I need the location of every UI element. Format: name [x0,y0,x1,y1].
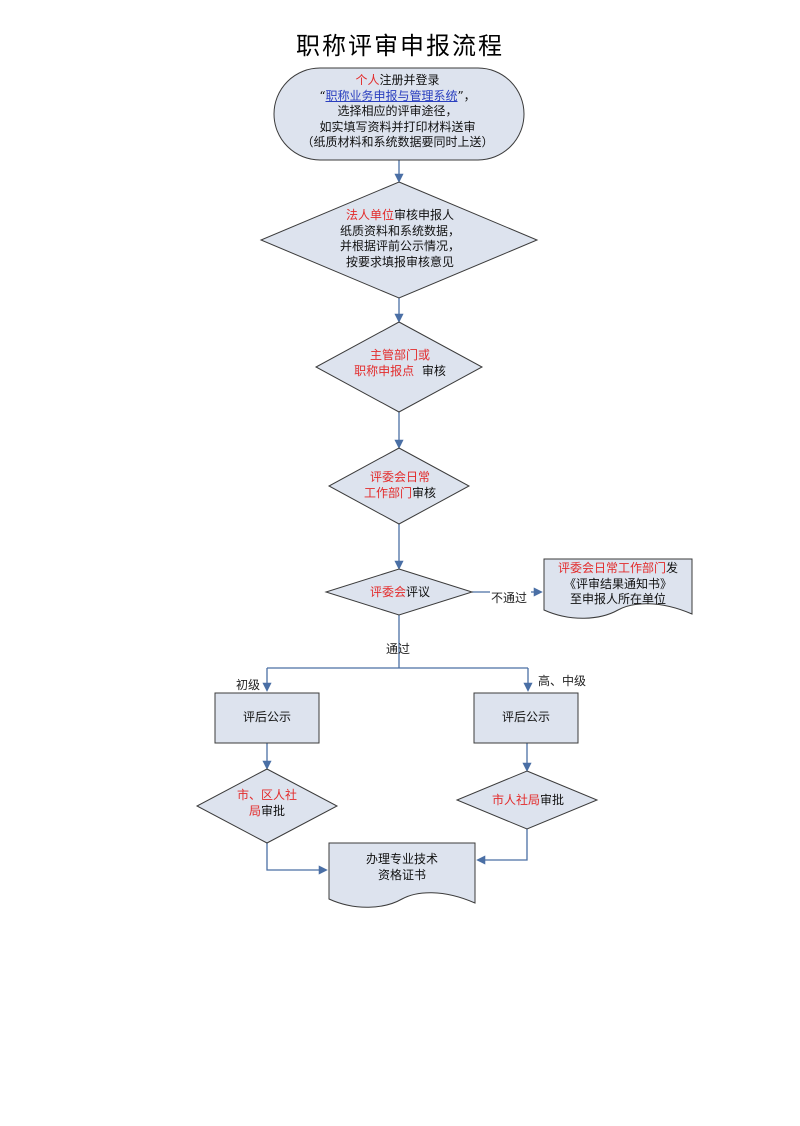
unit-line2: 纸质资料和系统数据， [339,223,460,238]
publicity-right-text: 评后公示 [501,710,550,724]
notice-actor: 评委会日常工作部门 [557,561,666,575]
unit-line4: 按要求填报审核意见 [345,254,454,269]
start-node [273,67,525,161]
connectors [262,160,543,875]
shapes [195,67,693,908]
start-line4: 如实填写资料并打印材料送审 [319,119,476,134]
approve-left-actor: 局 [248,803,261,818]
unit-line3: 并根据评前公示情况， [339,239,460,253]
certificate-text: 办理专业技术 资格证书 [330,852,474,883]
label-junior: 初级 [236,678,261,692]
start-actor: 个人 [355,73,380,87]
unit-review-text: 法人单位审核申报人 纸质资料和系统数据， 并根据评前公示情况， 按要求填报审核意… [300,208,500,270]
office-line2: 审核 [412,485,437,500]
committee-actor: 评委会 [369,585,406,599]
certificate-document [328,842,476,908]
notice-line2: 《评审结果通知书》 [563,576,672,591]
notice-line3: 至申报人所在单位 [569,592,666,606]
arrow-approve-right-to-certificate [476,829,528,865]
approve-left-text: 市、区人社 局审批 [215,788,319,819]
approve-right-diamond [455,770,599,830]
start-line3: 选择相应的评审途径， [337,104,458,118]
approve-left-line1: 市、区人社 [236,788,297,802]
publicity-left-box [214,692,320,744]
notice-document [543,558,693,619]
approve-left-action: 审批 [261,803,286,818]
notice-document-text: 评委会日常工作部门发 《评审结果通知书》 至申报人所在单位 [543,561,693,608]
committee-decision-diamond [324,568,474,616]
publicity-left-text: 评后公示 [242,710,291,724]
start-line1: 注册并登录 [379,73,440,87]
office-actor: 工作部门 [363,485,412,500]
dept-review-diamond [314,321,484,413]
start-node-text: 个人注册并登录 “职称业务申报与管理系统”， 选择相应的评审途径， 如实填写资料… [270,73,525,151]
publicity-right-box [473,692,579,744]
approve-right-actor: 市人社局 [491,793,540,807]
certificate-line1: 办理专业技术 [365,852,438,866]
notice-line1: 发 [666,561,679,575]
start-line5: （纸质材料和系统数据要同时上送） [301,135,494,149]
label-fail: 不通过 [491,591,528,605]
label-pass: 通过 [386,642,411,656]
unit-review-diamond [259,181,539,299]
arrow-approve-left-to-certificate [266,843,328,875]
unit-line1: 审核申报人 [394,208,455,222]
office-line1: 评委会日常 [369,470,430,484]
office-review-text: 评委会日常 工作部门审核 [335,470,465,501]
approve-right-text: 市人社局审批 [468,793,588,809]
start-quote-open: “ [319,88,326,103]
approve-right-action: 审批 [540,793,565,807]
dept-review-text: 主管部门或 职称申报点 审核 [330,348,470,379]
system-link[interactable]: 职称业务申报与管理系统 [325,88,458,103]
office-review-diamond [327,447,471,525]
dept-actor: 职称申报点 [354,363,415,378]
committee-decision-text: 评委会评议 [340,585,460,601]
start-quote-close: ”， [457,88,476,103]
label-senior: 高、中级 [538,674,587,688]
unit-actor: 法人单位 [345,208,394,222]
approve-left-diamond [195,768,339,844]
committee-action: 评议 [406,585,431,599]
dept-line2: 审核 [414,363,446,378]
dept-line1: 主管部门或 [369,348,430,362]
page-title: 职称评审申报流程 [296,32,504,60]
certificate-line2: 资格证书 [377,867,426,882]
